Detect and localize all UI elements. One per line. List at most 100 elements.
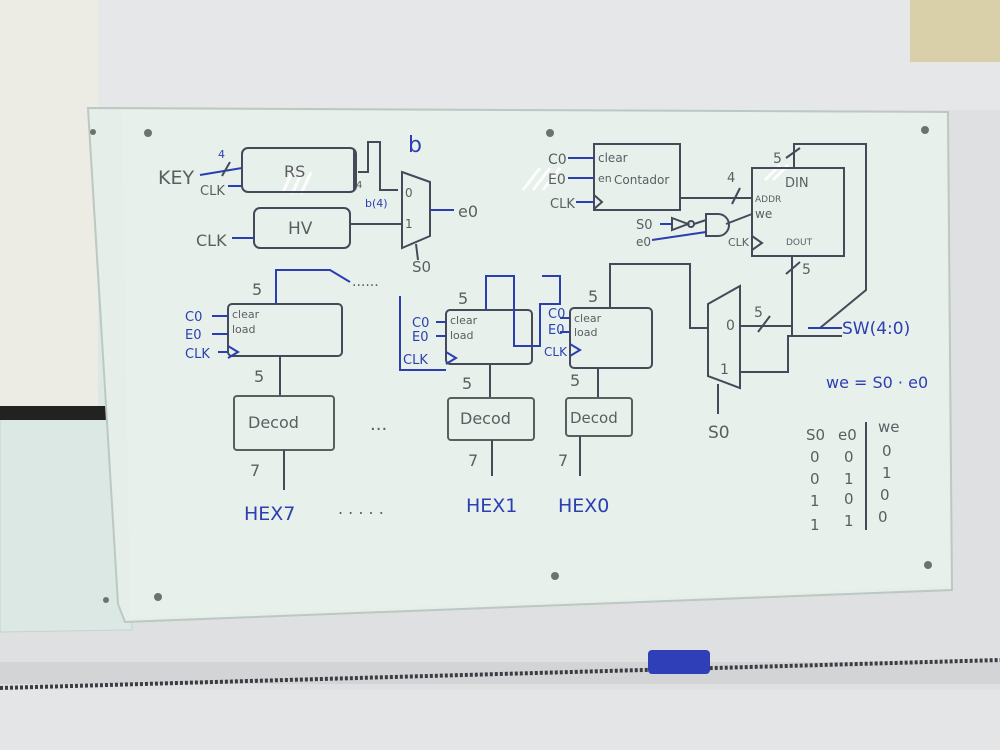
truth-table-r2-s0: 0 <box>810 470 820 488</box>
register-1-load: load <box>450 329 474 342</box>
ellipsis-bottom: . . . . . <box>338 499 384 518</box>
rs-bus-width: 4 <box>356 180 362 191</box>
decoder-1-label: Decod <box>460 409 511 428</box>
hex1-label: HEX1 <box>466 495 517 517</box>
not-to-and <box>693 219 707 225</box>
hv-block-label: HV <box>288 219 313 239</box>
truth-table: S0 e0 we 0 0 0 0 1 1 1 0 0 1 1 0 <box>806 418 900 534</box>
mux2-circuit <box>609 263 842 414</box>
rs-block <box>241 147 357 193</box>
counter-clk-label: CLK <box>550 197 575 212</box>
ram-dout-width: 5 <box>802 262 811 278</box>
we-equation: we = S0 · e0 <box>826 373 928 392</box>
rs-to-mux-wire <box>358 141 398 191</box>
truth-table-header-s0: S0 <box>806 426 825 444</box>
ram-din-label: DIN <box>785 176 809 191</box>
mux1-out-label: e0 <box>458 202 478 221</box>
we-wire <box>725 213 753 225</box>
key-bus-width: 4 <box>218 148 225 161</box>
truth-table-r3-we: 0 <box>880 486 890 504</box>
bus-slash <box>221 161 231 177</box>
mux2-select-label: S0 <box>708 423 730 443</box>
mux2-in0-slash <box>757 315 771 333</box>
counter-bus-width: 4 <box>727 171 735 186</box>
register-1-e0: E0 <box>412 330 429 345</box>
truth-table-r1-s0: 0 <box>810 448 820 466</box>
register-0-top-width: 5 <box>588 287 598 306</box>
register-0-c0: C0 <box>548 307 565 322</box>
counter-en-label: en <box>598 172 612 185</box>
register-1-top-width: 5 <box>458 289 468 308</box>
mux-input-label: b(4) <box>365 197 388 210</box>
mux2-in0: 0 <box>726 318 735 334</box>
register-0-clear: clear <box>574 312 602 325</box>
register-1-clk-triangle <box>445 351 458 365</box>
register-0-clk: CLK <box>544 345 568 359</box>
register-0-bottom-width: 5 <box>570 371 580 390</box>
rs-clk-label: CLK <box>200 184 225 199</box>
counter-c0-label: C0 <box>548 152 567 168</box>
decoder-7-label: Decod <box>248 413 299 432</box>
ram-addr-label: ADDR <box>755 195 781 205</box>
hv-block <box>253 207 351 249</box>
projector-screen-bar <box>0 406 112 420</box>
mux1-select-label: S0 <box>412 258 431 276</box>
counter-clear-label: clear <box>598 151 628 165</box>
register-7-top-wire <box>275 269 351 304</box>
register-1: 5 C0 E0 CLK clear load 5 Decod 7 HEX1 <box>399 275 561 517</box>
counter-name: Contador <box>614 173 669 187</box>
wall-shadow <box>0 0 1000 110</box>
truth-table-r3-s0: 1 <box>810 492 820 510</box>
counter-bus-slash <box>731 187 741 205</box>
gate-e0-label: e0 <box>636 235 651 249</box>
truth-table-r4-s0: 1 <box>810 516 820 534</box>
register-7-bottom-width: 5 <box>254 367 264 386</box>
truth-table-r4-e0: 1 <box>844 512 854 530</box>
mux1 <box>401 170 431 250</box>
decoder-1-out-width: 7 <box>468 451 478 470</box>
register-1-clear: clear <box>450 314 478 327</box>
register-7: 5 C0 E0 CLK clear load 5 Decod 7 HEX7 <box>185 269 351 525</box>
truth-table-r1-we: 0 <box>882 442 892 460</box>
register-0-load: load <box>574 326 598 339</box>
register-7-block <box>227 303 343 357</box>
register-7-e0: E0 <box>185 328 202 343</box>
decoder-0-label: Decod <box>570 409 618 427</box>
truth-table-r3-e0: 0 <box>844 490 854 508</box>
ellipsis-middle: ... <box>370 414 387 435</box>
register-7-clk-triangle <box>227 345 240 359</box>
projector-screen <box>0 0 98 408</box>
register-7-clear: clear <box>232 308 260 321</box>
register-0: 5 C0 E0 CLK clear load 5 Decod 7 HEX0 <box>544 287 653 517</box>
ram-we-label: we <box>755 207 772 221</box>
glass-board-face <box>122 110 950 618</box>
mux2-bus-width: 5 <box>754 305 763 321</box>
ram-dout-slash <box>785 261 801 275</box>
register-0-e0: E0 <box>548 323 565 338</box>
register-7-top-width: 5 <box>252 280 262 299</box>
decoder-7-out-width: 7 <box>250 461 260 480</box>
truth-table-r2-we: 1 <box>882 464 892 482</box>
truth-table-header-e0: e0 <box>838 426 857 444</box>
counter-circuit <box>568 143 752 211</box>
truth-table-r2-e0: 1 <box>844 470 854 488</box>
register-7-clk: CLK <box>185 347 210 362</box>
eraser <box>648 650 710 674</box>
register-1-top-wire <box>485 275 561 347</box>
hex7-label: HEX7 <box>244 503 295 525</box>
truth-table-r1-e0: 0 <box>844 448 854 466</box>
hex0-label: HEX0 <box>558 495 609 517</box>
counter-clk-triangle <box>593 194 604 210</box>
register-1-chain-wire <box>399 296 446 371</box>
truth-table-header-we: we <box>878 418 900 436</box>
top-left-circuit <box>199 141 454 261</box>
register-1-bottom-width: 5 <box>462 374 472 393</box>
register-1-c0: C0 <box>412 316 429 331</box>
ram-block <box>751 167 845 257</box>
mux2-out-to-regs <box>609 263 708 329</box>
mux1-select <box>415 243 419 261</box>
decoder-0-block <box>565 397 633 437</box>
ram-clk-triangle <box>751 235 764 251</box>
register-7-c0: C0 <box>185 310 202 325</box>
